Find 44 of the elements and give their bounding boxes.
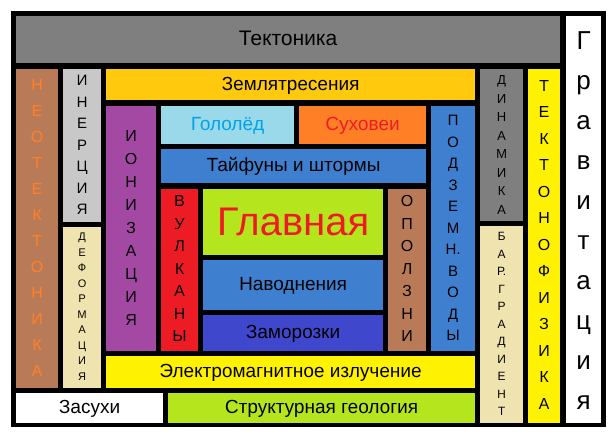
topic-tile	[63, 69, 101, 222]
topic-tile	[161, 149, 426, 183]
topic-tile	[431, 106, 475, 351]
topic-tile	[388, 189, 426, 351]
topic-tile	[106, 69, 475, 100]
central-topic-tile	[203, 189, 383, 255]
topic-label: Структурная геология	[224, 397, 418, 419]
topic-label: Тектоника	[238, 27, 338, 52]
topic-label: Гололёд	[190, 114, 264, 136]
central-topic-label: Главная	[216, 199, 370, 245]
topic-label: Наводнения	[239, 274, 347, 296]
topic-label: ТЕКТОНОФИЗИКА	[538, 76, 550, 415]
topic-tile	[161, 189, 198, 351]
topic-label: ДИНАМИКА	[496, 71, 507, 218]
topic-tile	[16, 393, 163, 423]
topic-tile	[106, 106, 156, 351]
topic-tile	[16, 16, 560, 63]
topic-label: Засухи	[58, 397, 120, 419]
topic-tile	[161, 106, 294, 144]
topic-tile	[480, 69, 523, 221]
topic-label: Тайфуны и штормы	[206, 155, 380, 177]
topic-label: ИНЕРЦИЯ	[76, 71, 88, 220]
topic-label: НЕОТЕКТОНИКА	[30, 76, 44, 382]
topic-label: Электромагнитное излучение	[159, 361, 422, 383]
topic-tile	[106, 356, 475, 388]
topic-label: Суховеи	[325, 114, 400, 136]
topic-tile	[203, 315, 383, 351]
topic-tile	[203, 260, 383, 310]
topic-tile	[480, 226, 523, 423]
topic-label: ВУЛКАНЫ	[172, 192, 187, 348]
topic-tile	[168, 393, 475, 423]
topic-tile	[566, 16, 601, 423]
topic-label: ОПОЛЗНИ	[400, 192, 414, 348]
topic-tile	[16, 69, 58, 388]
topic-tile	[528, 69, 560, 423]
topic-label: Землятресения	[222, 74, 360, 96]
topic-label: ПОДЗЕМН. ВОДЫ	[446, 111, 460, 346]
topic-tile	[63, 227, 101, 388]
topic-tile	[299, 106, 426, 144]
topic-label: БАР. ГРАДИЕНТ	[496, 228, 506, 420]
topic-label: ИОНИЗАЦИЯ	[124, 127, 138, 331]
topic-label: Заморозки	[246, 322, 340, 344]
topic-label: Гравитация	[576, 24, 591, 416]
topic-label: ДЕФОРМАЦИЯ	[77, 230, 87, 384]
